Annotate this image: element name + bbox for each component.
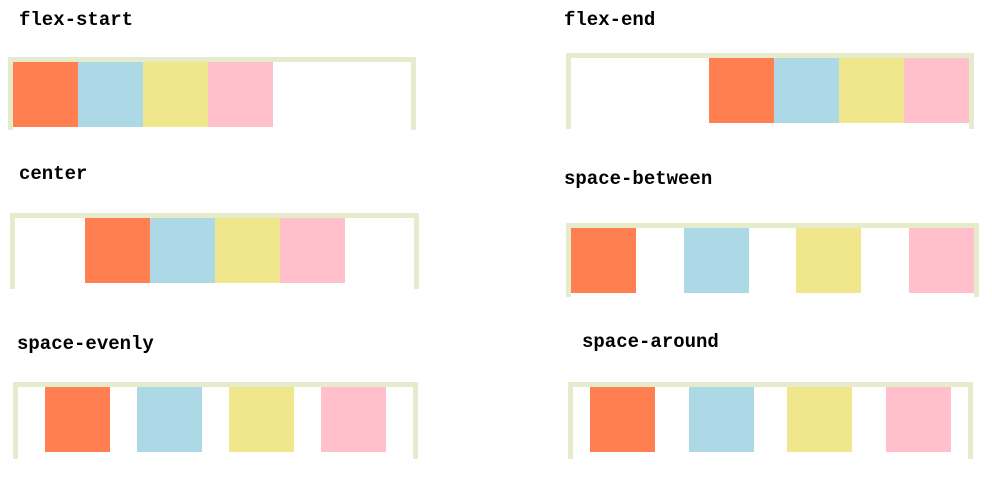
flex-item-coral [709, 58, 774, 123]
demo-container-space-evenly [13, 382, 418, 459]
demo-title-flex-start: flex-start [19, 9, 134, 31]
demo-title-center: center [19, 163, 88, 185]
demo-title-flex-end: flex-end [564, 9, 656, 31]
flex-item-lightblue [774, 58, 839, 123]
flex-item-coral [13, 62, 78, 127]
flex-item-lightblue [149, 218, 215, 283]
demo-container-center [10, 213, 419, 289]
demo-container-flex-start [8, 57, 416, 130]
flex-item-khaki [143, 62, 208, 127]
flex-item-coral [589, 387, 655, 452]
demo-title-space-between: space-between [564, 168, 713, 190]
flex-item-coral [84, 218, 150, 283]
flex-item-pink [904, 58, 969, 123]
flex-item-khaki [787, 387, 853, 452]
flex-item-pink [908, 228, 974, 293]
demo-title-space-evenly: space-evenly [17, 333, 154, 355]
flex-item-khaki [229, 387, 294, 452]
flex-item-coral [571, 228, 636, 293]
flex-item-lightblue [688, 387, 754, 452]
flex-item-lightblue [683, 228, 749, 293]
flex-item-pink [208, 62, 273, 127]
flex-item-coral [45, 387, 110, 452]
flex-item-pink [886, 387, 952, 452]
flex-item-khaki [839, 58, 904, 123]
demo-container-space-between [566, 223, 979, 297]
demo-title-space-around: space-around [582, 331, 719, 353]
demo-container-flex-end [566, 53, 974, 129]
flex-item-lightblue [78, 62, 143, 127]
demo-container-space-around [568, 382, 973, 459]
flex-item-khaki [214, 218, 280, 283]
flex-item-pink [321, 387, 386, 452]
flex-item-pink [279, 218, 345, 283]
flex-item-lightblue [137, 387, 202, 452]
flex-item-khaki [796, 228, 862, 293]
